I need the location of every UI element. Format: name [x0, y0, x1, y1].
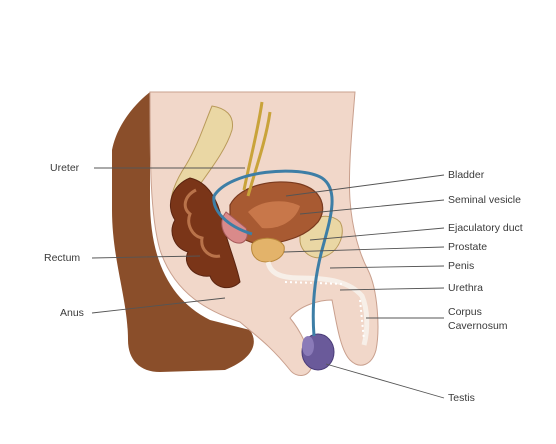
label-testis: Testis: [448, 392, 475, 404]
leader-ejaculatory-duct: [309, 227, 445, 241]
epididymis: [302, 336, 314, 356]
label-corpus-cavernosum-line1: Corpus: [448, 306, 482, 318]
rectum-highlight: [183, 188, 221, 258]
label-bladder: Bladder: [448, 169, 485, 181]
vas-deferens-loop: [212, 195, 253, 236]
vas-deferens: [212, 169, 334, 337]
leader-testis: [325, 363, 445, 399]
leader-rectum: [91, 255, 201, 259]
leader-seminal-vesicle: [299, 199, 445, 215]
leader-bladder: [285, 174, 445, 197]
label-ureter: Ureter: [50, 162, 80, 174]
leader-prostate: [283, 246, 445, 253]
leader-lines: [91, 167, 445, 399]
leader-anus: [91, 297, 226, 314]
leader-penis: [329, 265, 445, 269]
label-anus: Anus: [60, 307, 84, 319]
label-prostate: Prostate: [448, 241, 488, 253]
label-ejaculatory-duct: Ejaculatory duct: [448, 222, 523, 234]
label-seminal-vesicle: Seminal vesicle: [448, 194, 521, 206]
body-silhouette: [112, 92, 254, 372]
label-corpus-cavernosum-line2: Cavernosum: [448, 320, 508, 332]
prostate-organ: [251, 237, 285, 263]
ureter-tube: [242, 101, 272, 197]
bladder-inner: [248, 201, 300, 229]
label-penis: Penis: [448, 260, 475, 272]
label-rectum: Rectum: [44, 252, 81, 264]
leader-urethra: [339, 287, 445, 291]
urethra-path: [265, 261, 370, 346]
label-urethra: Urethra: [448, 282, 484, 294]
